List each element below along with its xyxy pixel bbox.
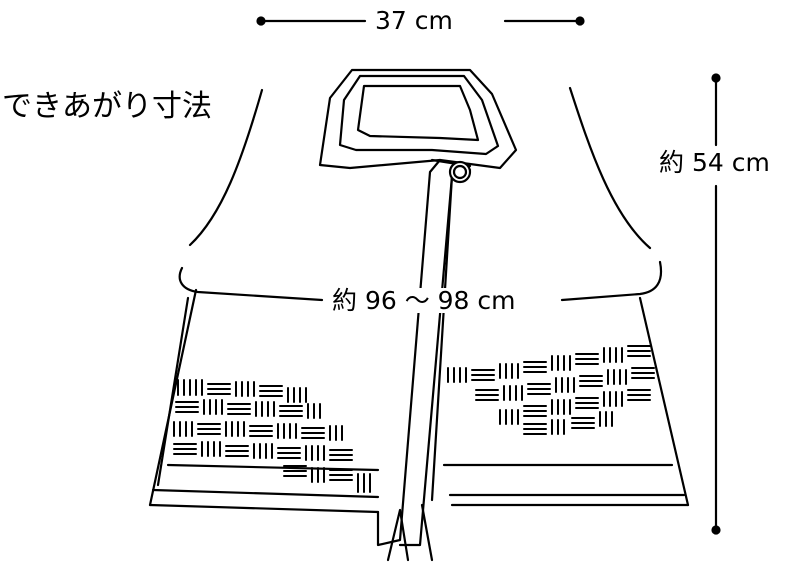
vest-outline bbox=[148, 86, 690, 562]
front-placket bbox=[376, 158, 472, 547]
length-dimension-line bbox=[711, 73, 721, 535]
width-measurement-label: 37 cm bbox=[373, 6, 455, 35]
length-measurement-label: 約 54 cm bbox=[657, 148, 772, 177]
vest-collar bbox=[318, 68, 518, 170]
left-stripe-pattern bbox=[173, 379, 371, 493]
chest-dimension-line bbox=[178, 260, 663, 302]
right-stripe-pattern bbox=[447, 345, 655, 435]
button-icon bbox=[448, 160, 472, 184]
width-dimension-line bbox=[256, 16, 585, 26]
diagram-title: できあがり寸法 bbox=[2, 89, 212, 124]
chest-measurement-label: 約 96 ～ 98 cm bbox=[328, 288, 520, 313]
